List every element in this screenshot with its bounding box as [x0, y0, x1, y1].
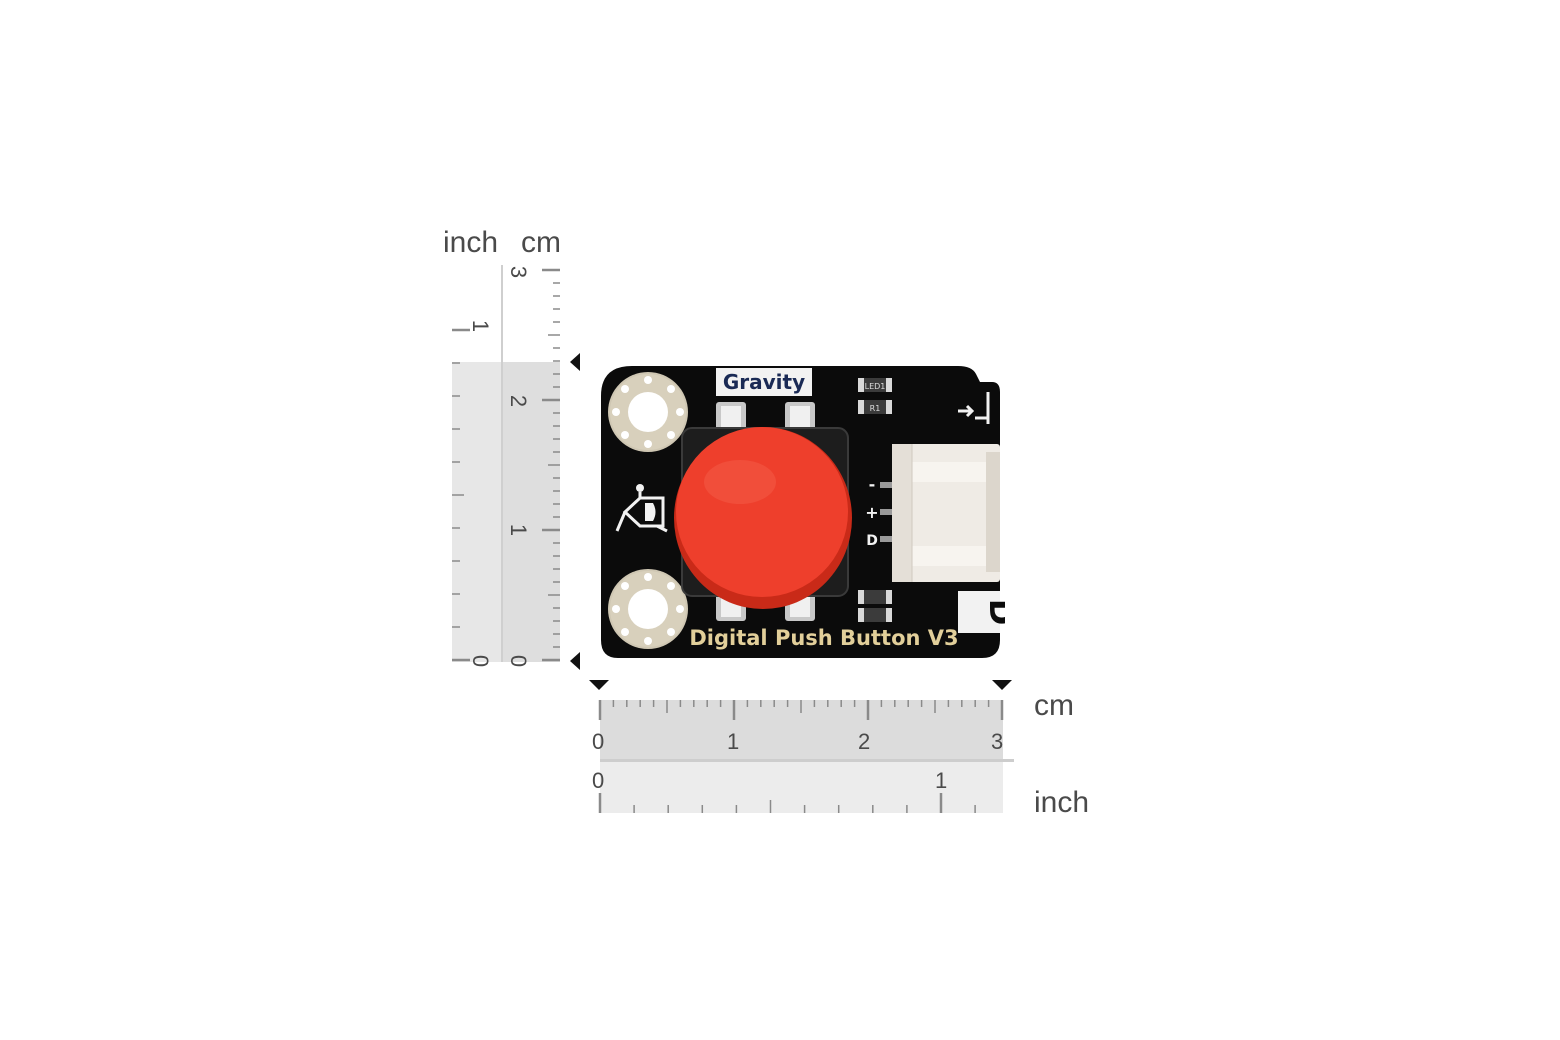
gravity-label: Gravity: [723, 370, 805, 394]
pin-label-vcc: +: [865, 503, 878, 522]
vertical-ruler: [452, 265, 560, 662]
vertical-bottom-pointer: [570, 652, 580, 670]
dfrobot-logo-icon: [615, 484, 668, 533]
horizontal-cm-mark-0: 0: [592, 729, 605, 754]
jst-connector[interactable]: [892, 444, 1000, 582]
horizontal-cm-label: cm: [1034, 689, 1074, 722]
horizontal-inch-ticks: [598, 793, 976, 813]
vertical-cm-mark-2: 2: [506, 394, 532, 408]
vertical-cm-mark-0: 0: [506, 654, 532, 668]
horizontal-cm-mark-3: 3: [991, 729, 1004, 754]
horizontal-cm-mark-2: 2: [858, 729, 871, 754]
vertical-inch-mark-0: 0: [468, 654, 494, 668]
red-button-cap[interactable]: [674, 427, 852, 609]
signal-type-badge: [958, 591, 1000, 633]
svg-text:R1: R1: [870, 404, 881, 413]
pin-label-signal: D: [866, 533, 878, 549]
horizontal-cm-ticks: [598, 700, 1004, 720]
horizontal-cm-mark-1: 1: [727, 729, 740, 754]
mounting-hole-top: [608, 372, 688, 452]
horizontal-right-pointer: [992, 680, 1012, 690]
smd-component-mid: R1: [858, 400, 892, 414]
vertical-ruler-band-inner: [502, 362, 560, 662]
product-name-label: Digital Push Button V3: [689, 626, 958, 650]
horizontal-ruler-inch-band: [600, 761, 1003, 813]
horizontal-inch-mark-0: 0: [592, 768, 605, 793]
vertical-inch-ticks: [452, 328, 470, 662]
horizontal-inch-label: inch: [1034, 786, 1090, 819]
signal-type-label: D: [982, 599, 1005, 626]
vertical-cm-mark-3: 3: [506, 265, 532, 279]
push-button-symbol-icon: [958, 392, 990, 424]
vertical-cm-ticks: [542, 268, 560, 662]
horizontal-ruler: [598, 700, 1014, 813]
vertical-top-pointer: [570, 353, 580, 371]
mounting-hole-bottom: [608, 569, 688, 649]
horizontal-left-pointer: [589, 680, 609, 690]
pin-label-gnd: -: [869, 475, 876, 494]
push-button-module: Gravity LED1 R1 - +: [601, 366, 1005, 658]
gravity-label-box: [716, 368, 812, 396]
smd-component-top: LED1: [858, 378, 892, 392]
vertical-cm-label: cm: [521, 226, 561, 259]
vertical-cm-mark-1: 1: [506, 523, 532, 537]
vertical-inch-label: inch: [443, 226, 499, 259]
smd-component-bottom: [858, 590, 892, 622]
vertical-inch-mark-1: 1: [468, 319, 494, 333]
svg-text:LED1: LED1: [865, 382, 886, 391]
horizontal-inch-mark-1: 1: [935, 768, 948, 793]
